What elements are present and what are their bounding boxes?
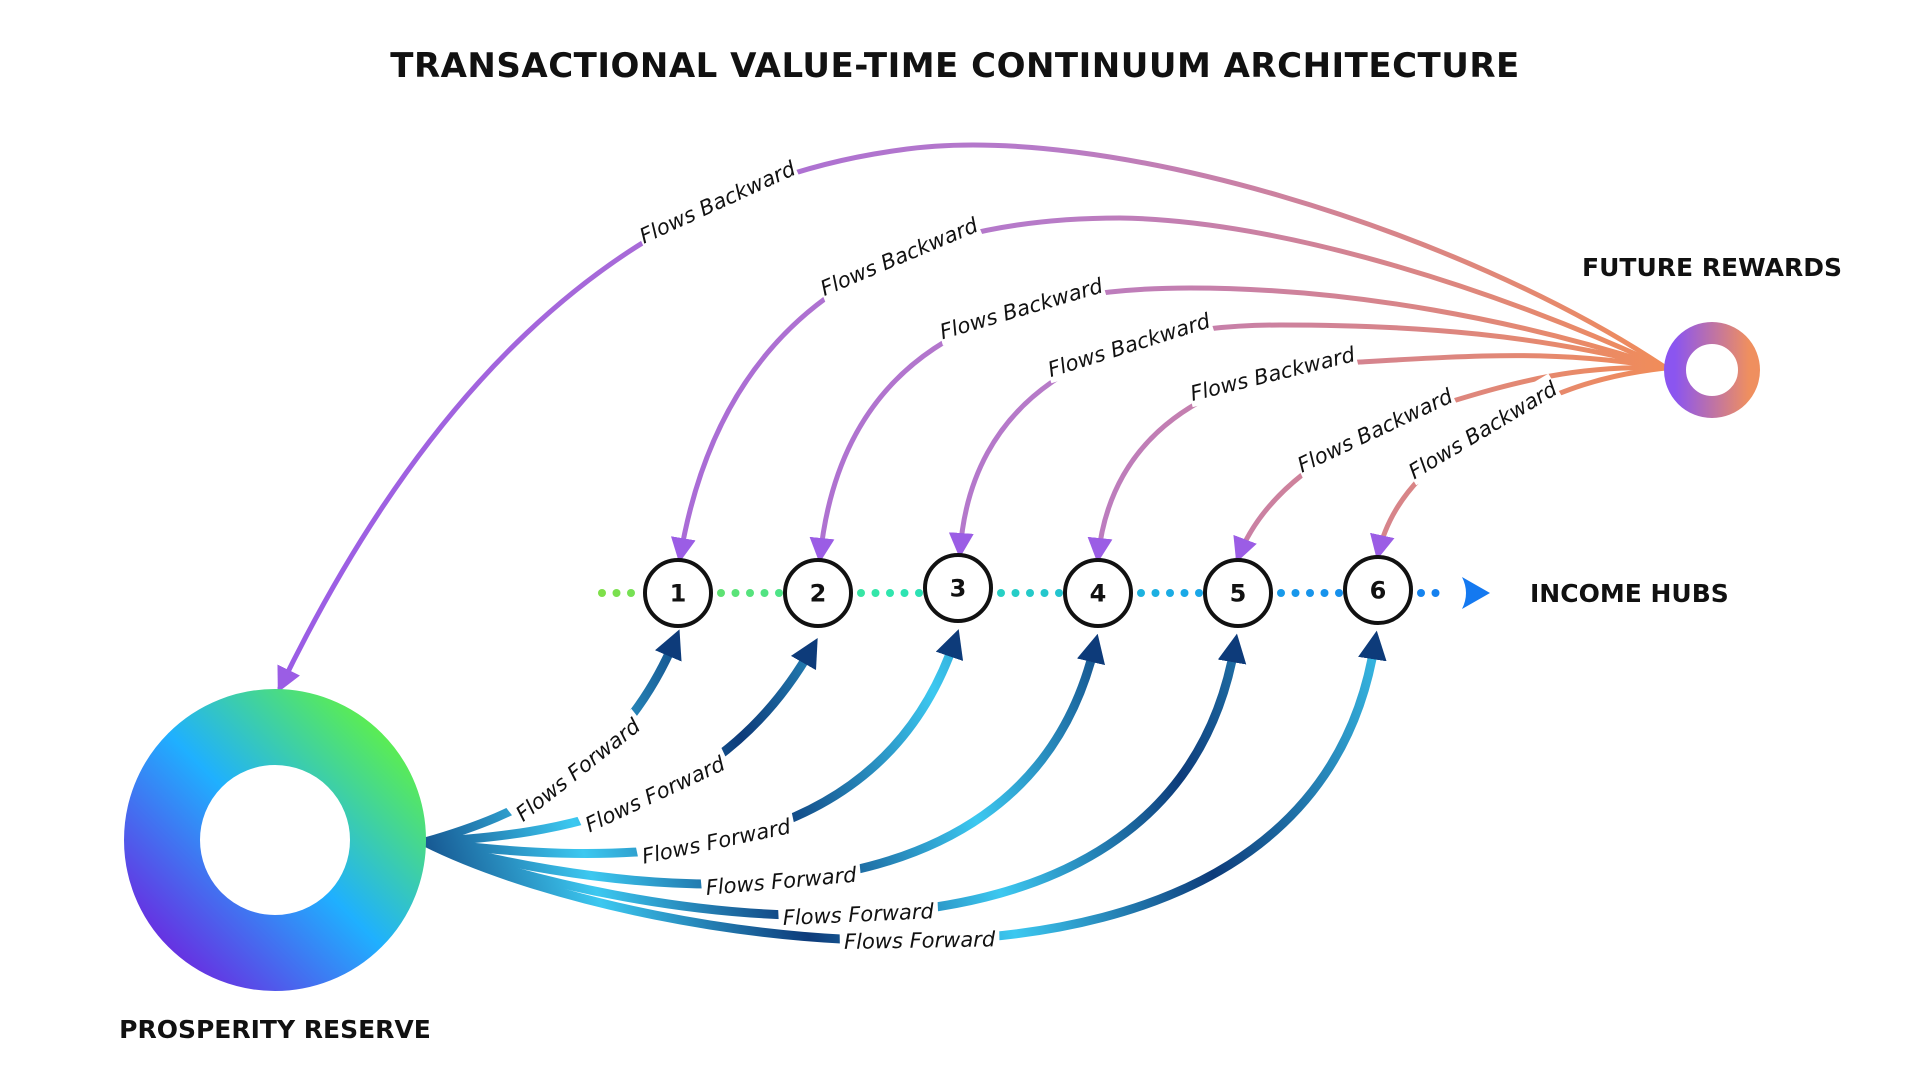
timeline-dot-4: [717, 589, 725, 597]
backward-flow-label-3: Flows Backward: [937, 273, 1106, 344]
forward-flow-label-6-group: Flows Forward: [839, 924, 1000, 955]
timeline-dot-1: [598, 589, 606, 597]
future-rewards-label: FUTURE REWARDS: [1582, 253, 1842, 282]
timeline-dot-23: [1195, 589, 1203, 597]
prosperity-reserve-label: PROSPERITY RESERVE: [119, 1015, 431, 1044]
backward-flow-label-1-bg: [633, 153, 801, 250]
backward-flow-label-4-group: Flows Backward: [1043, 305, 1215, 384]
backward-flow-label-6-bg: [1291, 380, 1458, 479]
future-rewards-ring: [1664, 322, 1760, 418]
timeline-dot-22: [1180, 589, 1189, 597]
backward-flow-label-5-bg: [1185, 339, 1359, 408]
backward-flow-label-7-bg: [1401, 373, 1563, 486]
timeline-dot-5: [731, 589, 740, 597]
timeline-dot-8: [775, 589, 783, 597]
timeline-dot-14: [997, 589, 1005, 597]
backward-flow-label-4-bg: [1043, 305, 1215, 384]
backward-flow-label-1-group: Flows Backward: [633, 153, 801, 250]
timeline-dot-19: [1137, 589, 1145, 597]
forward-flow-3: [424, 629, 964, 859]
income-hub-5: [1203, 558, 1273, 628]
timeline-dot-26: [1306, 589, 1314, 597]
backward-flow-1: [277, 142, 1669, 693]
timeline-dot-27: [1320, 589, 1329, 597]
forward-flow-label-3-group: Flows Forward: [635, 810, 798, 871]
income-hub-1: [643, 558, 713, 628]
timeline-dot-25: [1291, 589, 1300, 597]
timeline-dot-3: [627, 589, 635, 597]
timeline-dot-30: [1431, 589, 1440, 597]
forward-flow-label-4-bg: [700, 859, 862, 902]
income-hub-4: [1063, 558, 1133, 628]
income-hub-number-4: 4: [1090, 580, 1107, 608]
timeline-dot-7: [760, 589, 769, 597]
timeline-dot-18: [1055, 589, 1063, 597]
timeline-dot-12: [900, 589, 909, 597]
timeline-dot-17: [1040, 589, 1049, 597]
income-hub-3: [923, 553, 993, 623]
income-hub-6: [1343, 555, 1413, 625]
forward-flow-label-2-bg: [576, 746, 733, 840]
income-hubs-label: INCOME HUBS: [1530, 579, 1729, 608]
backward-flow-label-3-group: Flows Backward: [935, 270, 1107, 346]
forward-flow-label-6-bg: [839, 924, 1000, 955]
backward-flow-label-2-group: Flows Backward: [814, 209, 983, 303]
income-hub-number-2: 2: [810, 580, 827, 608]
timeline-dot-15: [1011, 589, 1020, 597]
timeline-dot-16: [1026, 589, 1034, 597]
forward-flow-label-5-bg: [777, 895, 939, 932]
forward-flow-label-5-group: Flows Forward: [777, 895, 939, 932]
timeline-dot-28: [1335, 589, 1343, 597]
forward-flow-label-3: Flows Forward: [640, 814, 793, 869]
forward-flow-label-6: Flows Forward: [844, 927, 996, 954]
income-hub-2: [783, 558, 853, 628]
timeline-dot-21: [1166, 589, 1174, 597]
backward-flow-4: [948, 322, 1669, 558]
backward-flow-label-1: Flows Backward: [636, 156, 800, 248]
timeline-dot-13: [915, 589, 923, 597]
backward-flow-5: [1087, 353, 1669, 563]
backward-flow-label-2: Flows Backward: [817, 213, 982, 301]
backward-flow-3: [809, 285, 1669, 563]
timeline-dot-11: [886, 589, 894, 597]
backward-flow-label-2-bg: [814, 209, 983, 303]
forward-flow-label-3-bg: [635, 810, 798, 871]
timeline-dot-24: [1277, 589, 1285, 597]
prosperity-reserve-ring: [124, 689, 426, 991]
timeline-dot-9: [857, 589, 865, 597]
income-hub-number-1: 1: [670, 580, 687, 608]
timeline-dot-10: [871, 589, 880, 597]
backward-flow-label-5-group: Flows Backward: [1185, 339, 1359, 408]
forward-flow-label-4-group: Flows Forward: [700, 859, 862, 902]
income-hubs-timeline: 1 2 3 4 5 6: [598, 553, 1490, 628]
timeline-dot-2: [612, 589, 621, 597]
income-hub-number-3: 3: [950, 575, 967, 603]
income-hub-number-6: 6: [1370, 577, 1387, 605]
backward-flow-label-3-bg: [935, 270, 1107, 346]
timeline-dot-29: [1417, 589, 1425, 597]
backward-flow-2: [671, 215, 1669, 563]
timeline-dot-6: [746, 589, 754, 597]
timeline-arrow-icon: [1462, 577, 1490, 609]
income-hub-number-5: 5: [1230, 580, 1247, 608]
timeline-dot-20: [1151, 589, 1160, 597]
diagram-title: TRANSACTIONAL VALUE-TIME CONTINUUM ARCHI…: [390, 46, 1520, 86]
forward-flow-label-1-bg: [506, 708, 649, 830]
backward-flow-label-4: Flows Backward: [1045, 308, 1214, 382]
